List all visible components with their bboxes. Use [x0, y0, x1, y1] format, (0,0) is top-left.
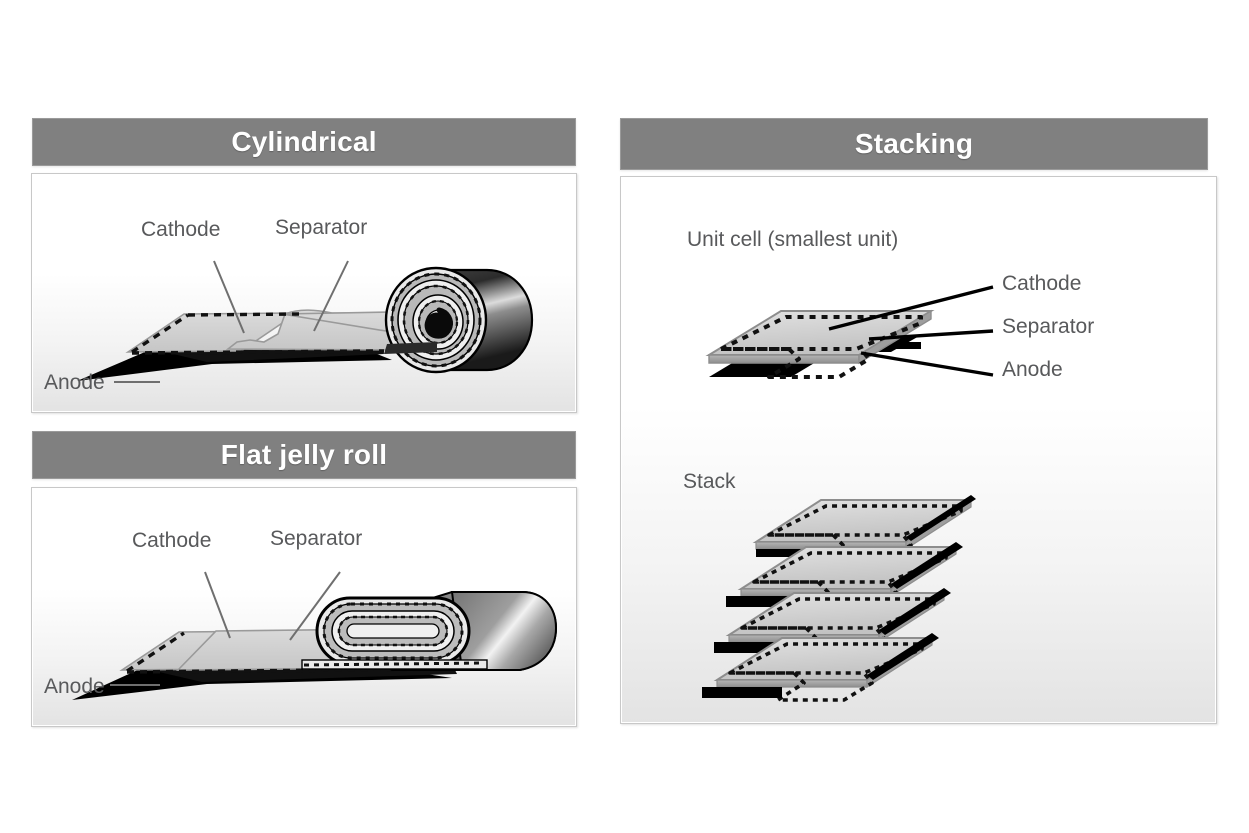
leader-cathode: [213, 260, 245, 334]
unit-cell-anode-dashed: [719, 315, 923, 351]
stacking-diagram: [702, 285, 994, 702]
label-anode-cylindrical: Anode: [44, 371, 105, 394]
anode-dash-left: [126, 631, 185, 673]
leader-separator: [313, 260, 349, 332]
label-cathode-stacking: Cathode: [1002, 272, 1082, 295]
panel-body-stacking: Unit cell (smallest unit) Cathode Separa…: [620, 176, 1217, 724]
unit-cell-cathode-edge: [708, 354, 860, 364]
anode-dash-left: [131, 313, 189, 354]
flat-roll-cap: [450, 591, 558, 671]
roll-feed: [384, 342, 437, 354]
leader-anode: [860, 351, 994, 377]
unit-cell-anode-dashed-tab: [767, 347, 871, 379]
panel-title-stacking: Stacking: [854, 128, 974, 159]
leader-cathode: [828, 285, 994, 331]
label-separator-cylindrical: Separator: [275, 216, 368, 239]
unit-cell-group: [705, 285, 994, 379]
cylindrical-diagram: [77, 260, 534, 383]
flat-jelly-roll-diagram: [72, 571, 558, 700]
leader-separator: [289, 571, 341, 641]
anode-dash-front: [126, 667, 453, 674]
label-cathode-flat: Cathode: [132, 529, 212, 552]
stack-group: [702, 495, 976, 702]
label-cathode-cylindrical: Cathode: [141, 218, 221, 241]
caption-unit-cell: Unit cell (smallest unit): [687, 228, 899, 251]
leader-separator: [868, 329, 994, 341]
stack-layer: [752, 495, 976, 564]
anode-dash-top: [187, 312, 301, 317]
anode-dash-front: [131, 349, 385, 355]
panel-header-flat-jelly-roll: Flat jelly roll: [32, 431, 576, 479]
caption-stack: Stack: [683, 470, 736, 493]
label-anode-stacking: Anode: [1002, 358, 1063, 381]
stack-layer: [702, 633, 939, 702]
panel-title-cylindrical: Cylindrical: [231, 126, 377, 157]
panel-title-flat-jelly-roll: Flat jelly roll: [220, 439, 388, 470]
flat-roll-feed-dash: [303, 661, 485, 667]
panel-header-stacking: Stacking: [620, 118, 1208, 170]
label-separator-flat: Separator: [270, 527, 363, 550]
panel-body-cylindrical: Cathode Separator Anode: [31, 173, 577, 413]
panel-header-cylindrical: Cylindrical: [32, 118, 576, 166]
label-separator-stacking: Separator: [1002, 315, 1095, 338]
panel-body-flat-jelly-roll: Cathode Separator Anode: [31, 487, 577, 727]
flat-roll-spiral-face: [315, 596, 471, 666]
label-anode-flat: Anode: [44, 675, 105, 698]
roll-spiral-face: [384, 266, 488, 374]
leader-cathode: [204, 571, 231, 639]
